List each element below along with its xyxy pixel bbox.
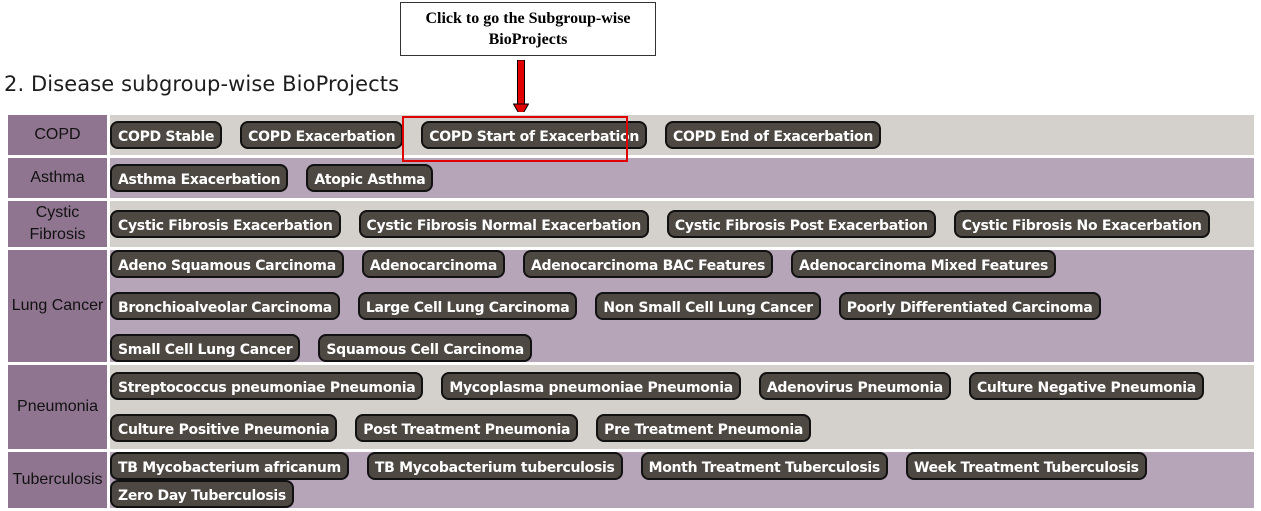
subgroup-button[interactable]: Adenocarcinoma: [361, 250, 505, 278]
subgroup-button[interactable]: Culture Positive Pneumonia: [110, 414, 338, 442]
subgroup-button[interactable]: Large Cell Lung Carcinoma: [357, 292, 578, 320]
instruction-callout: Click to go the Subgroup-wise BioProject…: [400, 2, 656, 56]
group-label: Lung Cancer: [5, 247, 110, 365]
group-row-cystic-fibrosis: Cystic Fibrosis Cystic Fibrosis Exacerba…: [5, 198, 1257, 250]
subgroup-button[interactable]: Streptococcus pneumoniae Pneumonia: [110, 372, 424, 400]
callout-text: Click to go the Subgroup-wise BioProject…: [425, 10, 631, 48]
subgroup-button[interactable]: Atopic Asthma: [306, 164, 434, 192]
group-label: Tuberculosis: [5, 449, 110, 511]
subgroup-button[interactable]: Adenocarcinoma BAC Features: [522, 250, 774, 278]
subgroup-button[interactable]: COPD End of Exacerbation: [665, 121, 882, 149]
subgroup-button[interactable]: Cystic Fibrosis No Exacerbation: [953, 210, 1210, 238]
group-label: Asthma: [5, 155, 110, 201]
section-title: 2. Disease subgroup-wise BioProjects: [4, 72, 400, 96]
subgroup-button[interactable]: Week Treatment Tuberculosis: [905, 452, 1147, 480]
subgroup-button[interactable]: TB Mycobacterium africanum: [110, 452, 349, 480]
subgroup-button[interactable]: Culture Negative Pneumonia: [968, 372, 1204, 400]
group-row-tuberculosis: Tuberculosis TB Mycobacterium africanum …: [5, 449, 1257, 511]
subgroup-button[interactable]: Asthma Exacerbation: [110, 164, 289, 192]
group-row-asthma: Asthma Asthma Exacerbation Atopic Asthma: [5, 155, 1257, 201]
subgroup-button[interactable]: Poorly Differentiated Carcinoma: [838, 292, 1101, 320]
subgroup-button[interactable]: Month Treatment Tuberculosis: [640, 452, 888, 480]
subgroup-button[interactable]: Cystic Fibrosis Normal Exacerbation: [358, 210, 649, 238]
subgroup-button[interactable]: Adenovirus Pneumonia: [758, 372, 951, 400]
subgroup-button[interactable]: Zero Day Tuberculosis: [110, 480, 294, 508]
group-row-pneumonia: Pneumonia Streptococcus pneumoniae Pneum…: [5, 362, 1257, 452]
subgroup-button[interactable]: COPD Stable: [110, 121, 223, 149]
group-label: Cystic Fibrosis: [5, 198, 110, 250]
group-label: COPD: [5, 112, 110, 158]
arrow-down-icon: [513, 60, 529, 118]
subgroup-button[interactable]: Non Small Cell Lung Cancer: [595, 292, 821, 320]
subgroup-button[interactable]: Small Cell Lung Cancer: [110, 334, 301, 362]
subgroup-button[interactable]: TB Mycobacterium tuberculosis: [366, 452, 623, 480]
subgroup-button[interactable]: Cystic Fibrosis Post Exacerbation: [666, 210, 936, 238]
subgroup-button[interactable]: Cystic Fibrosis Exacerbation: [110, 210, 341, 238]
subgroup-button[interactable]: Pre Treatment Pneumonia: [596, 414, 812, 442]
group-row-copd: COPD COPD Stable COPD Exacerbation COPD …: [5, 112, 1257, 158]
subgroup-button[interactable]: COPD Exacerbation: [240, 121, 404, 149]
subgroup-button[interactable]: Squamous Cell Carcinoma: [318, 334, 532, 362]
group-row-lung-cancer: Lung Cancer Adeno Squamous Carcinoma Ade…: [5, 247, 1257, 365]
subgroup-button[interactable]: Adenocarcinoma Mixed Features: [791, 250, 1057, 278]
subgroup-button[interactable]: Adeno Squamous Carcinoma: [110, 250, 344, 278]
group-label: Pneumonia: [5, 362, 110, 452]
subgroup-button-highlighted[interactable]: COPD Start of Exacerbation: [421, 121, 647, 149]
subgroup-button[interactable]: Post Treatment Pneumonia: [355, 414, 579, 442]
subgroup-button[interactable]: Mycoplasma pneumoniae Pneumonia: [441, 372, 741, 400]
disease-subgroup-table: COPD COPD Stable COPD Exacerbation COPD …: [5, 112, 1257, 511]
subgroup-button[interactable]: Bronchioalveolar Carcinoma: [110, 292, 340, 320]
